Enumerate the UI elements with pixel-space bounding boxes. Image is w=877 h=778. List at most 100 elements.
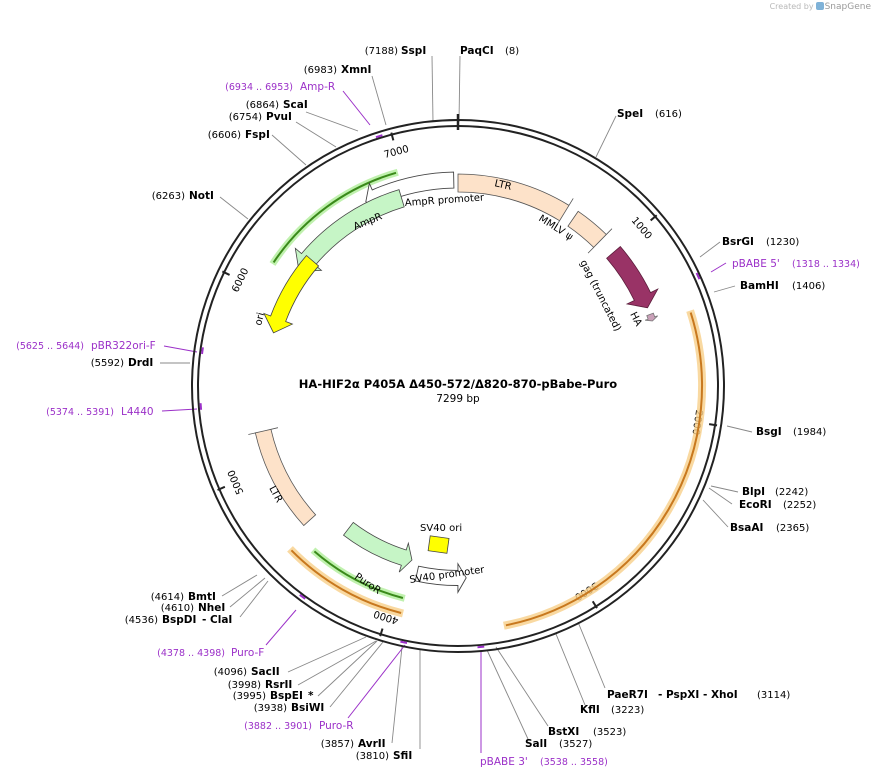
- site-num: (4096): [214, 667, 247, 678]
- feature-sv40-ori: [427, 535, 450, 554]
- site-extra: *: [308, 690, 314, 702]
- primer-name: Puro-F: [231, 647, 264, 659]
- primer-range: (5374 .. 5391): [46, 407, 114, 418]
- primer-name: pBR322ori-F: [91, 340, 156, 352]
- site-num: (4610): [161, 603, 194, 614]
- feature-gag: [606, 245, 659, 309]
- site-extra: - ClaI: [202, 614, 232, 626]
- site-name: BsgI: [756, 426, 782, 438]
- features: [248, 168, 707, 630]
- site-num: (3938): [254, 703, 287, 714]
- site-name: BlpI: [742, 486, 765, 498]
- site-name: BspEI: [270, 690, 303, 702]
- site-name: BstXI: [548, 726, 579, 738]
- site-num: (3995): [233, 691, 266, 702]
- primer-name: pBABE 3': [480, 756, 528, 768]
- feature-ha: [644, 312, 658, 322]
- site-name: SspI: [401, 45, 426, 57]
- primer-range: (6934 .. 6953): [225, 82, 293, 93]
- site-num: (2252): [783, 500, 816, 511]
- site-name: FspI: [245, 129, 270, 141]
- primer-mark: [199, 403, 203, 410]
- site-name: BmtI: [188, 591, 216, 603]
- primer-name: Puro-R: [319, 720, 354, 732]
- tick-mark: [649, 214, 658, 222]
- tick-mark: [221, 270, 231, 276]
- site-num: (3114): [757, 690, 790, 701]
- site-name: AvrII: [358, 738, 386, 750]
- site-num: (6864): [246, 100, 279, 111]
- primer-range: (3882 .. 3901): [244, 721, 312, 732]
- site-name: ScaI: [283, 99, 308, 111]
- site-name: SpeI: [617, 108, 643, 120]
- feature-label-sv40-ori: SV40 ori: [420, 523, 462, 534]
- primer-name: L4440: [121, 406, 154, 418]
- site-num: (8): [505, 46, 519, 57]
- site-num: (2242): [775, 487, 808, 498]
- site-num: (2365): [776, 523, 809, 534]
- feature-mmlv-psi: [567, 210, 613, 254]
- site-num: (6606): [208, 130, 241, 141]
- feature-ampr: [294, 189, 405, 272]
- tick-mark: [379, 628, 384, 637]
- feature-ltr-bottom: [248, 427, 317, 527]
- feature-ltr-top: [457, 173, 574, 228]
- primer-mark: [477, 645, 485, 649]
- site-num: (1230): [766, 237, 799, 248]
- tick-mark: [591, 600, 598, 609]
- primer-mark: [695, 272, 701, 280]
- site-name: BsrGI: [722, 236, 754, 248]
- site-num: (616): [655, 109, 682, 120]
- site-num: (7188): [365, 46, 398, 57]
- site-num: (6263): [152, 191, 185, 202]
- site-num: (3857): [321, 739, 354, 750]
- credit-brand: SnapGene: [824, 2, 871, 12]
- site-num: (4614): [151, 592, 184, 603]
- plasmid-length: 7299 bp: [436, 393, 480, 405]
- orf-puro: [290, 549, 402, 614]
- tick-label: 1000: [629, 215, 654, 241]
- tick-mark: [390, 132, 395, 141]
- site-name: BspDI: [162, 614, 196, 626]
- tick-marks: [217, 114, 718, 637]
- primer-mark: [375, 134, 383, 139]
- site-name: SalI: [525, 738, 547, 750]
- site-name: PaeR7I: [607, 689, 648, 701]
- site-name: NheI: [198, 602, 225, 614]
- primer-name: pBABE 5': [732, 258, 780, 270]
- feature-label-ltr-top: LTR: [493, 178, 512, 193]
- site-name: PvuI: [266, 111, 292, 123]
- site-name: SacII: [251, 666, 280, 678]
- orf-amp: [272, 171, 397, 263]
- primer-marks: [199, 134, 701, 649]
- primer-range: (3538 .. 3558): [540, 757, 608, 768]
- site-name: SfiI: [393, 750, 412, 762]
- feature-ori: [263, 254, 320, 334]
- orf-hif2a: [505, 312, 704, 627]
- feature-label-ha: HA: [627, 310, 643, 328]
- site-name: KflI: [580, 704, 600, 716]
- primer-mark: [400, 640, 408, 644]
- plasmid-title: HA-HIF2α P405A Δ450-572/Δ820-870-pBabe-P…: [299, 377, 617, 391]
- site-num: (1984): [793, 427, 826, 438]
- site-num: (3810): [356, 751, 389, 762]
- primer-name: Amp-R: [300, 81, 335, 93]
- site-num: (6983): [304, 65, 337, 76]
- credit-prefix: Created by: [769, 2, 814, 11]
- primer-labels: (6934 .. 6953) Amp-R pBABE 5' (1318 .. 1…: [16, 81, 860, 768]
- tick-mark: [217, 485, 226, 491]
- site-num: (1406): [792, 281, 825, 292]
- site-name: BsiWI: [291, 702, 324, 714]
- feature-sv40-promoter: [414, 562, 467, 594]
- site-labels: (7188) SspI PaqCI (8) (6983) XmnI (6864)…: [91, 45, 827, 762]
- feature-label-ori: ori: [253, 311, 267, 326]
- site-name: XmnI: [341, 64, 371, 76]
- tick-label: 5000: [226, 468, 246, 496]
- snapgene-credit: Created by SnapGene: [770, 2, 871, 12]
- site-num: (4536): [125, 615, 158, 626]
- site-num: (6754): [229, 112, 262, 123]
- site-leader-lines: [160, 55, 753, 749]
- primer-mark: [201, 347, 204, 355]
- site-name: NotI: [189, 190, 214, 202]
- site-name: EcoRI: [739, 499, 772, 511]
